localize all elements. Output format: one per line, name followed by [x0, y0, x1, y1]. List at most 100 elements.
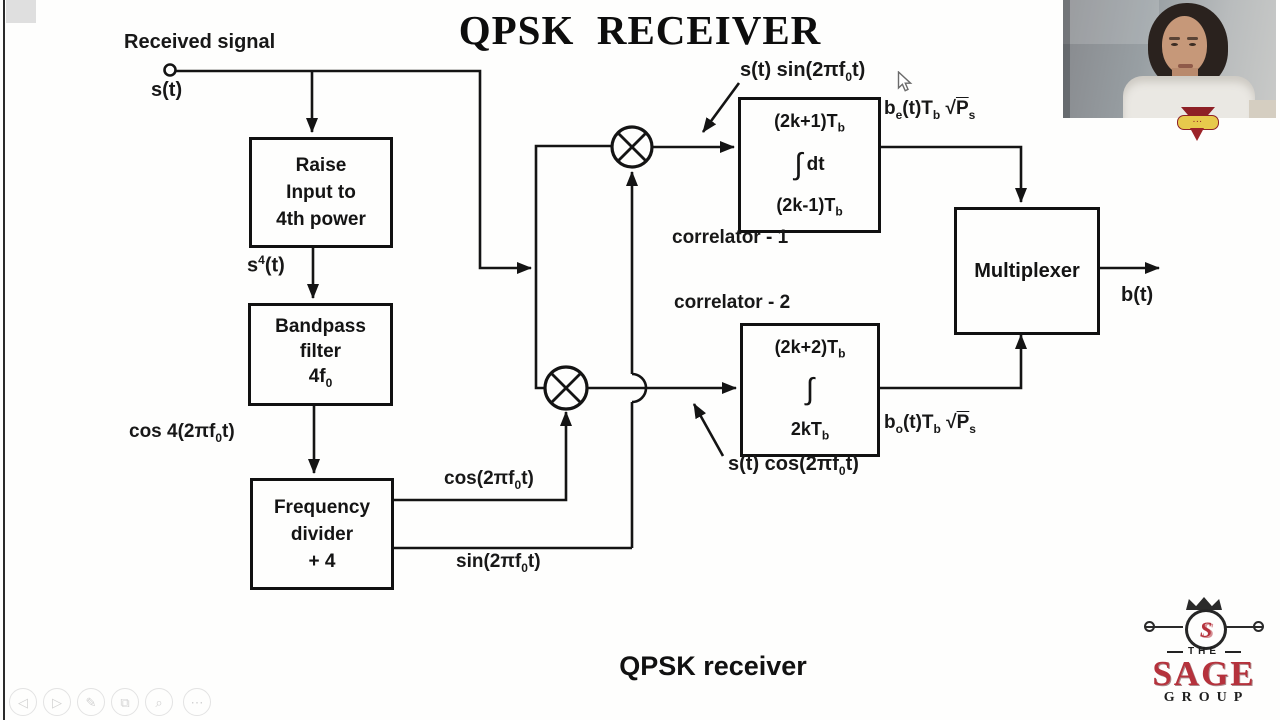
flourish-line — [1145, 626, 1183, 628]
correlator-1-box: (2k+1)Tb ∫ dt (2k-1)Tb — [738, 97, 881, 233]
the-dash — [1225, 650, 1241, 653]
monogram-letter: S — [1199, 616, 1213, 642]
presenter-eye — [1171, 43, 1178, 46]
badge-ribbon-icon — [1181, 107, 1215, 118]
presenter-mouth — [1178, 64, 1193, 68]
cos4-label: cos 4(2πf0t) — [129, 421, 235, 445]
t-sub: b — [932, 107, 941, 122]
pointer-arrow-st-sin — [701, 82, 741, 133]
figure-caption: QPSK receiver — [619, 651, 807, 681]
label-sub: 0 — [845, 70, 852, 84]
label-sub: 0 — [838, 464, 846, 478]
pages-button[interactable]: ⧉ — [111, 688, 139, 716]
integrand: dt — [806, 154, 825, 175]
bandpass-filter-box: Bandpass filter 4f0 — [248, 303, 393, 406]
pen-button[interactable]: ✎ — [77, 688, 105, 716]
more-button[interactable]: ⋯ — [183, 688, 211, 716]
presenter-eye — [1189, 43, 1196, 46]
integral-upper-limit: (2k+2)Tb — [775, 337, 846, 361]
logo-the-row: THE — [1144, 646, 1264, 657]
b-base: b — [884, 98, 896, 119]
label-post: t) — [527, 551, 541, 572]
label-pre: sin(2πf — [456, 551, 522, 572]
box-line: Multiplexer — [974, 259, 1080, 282]
multiplier-2-icon — [543, 365, 589, 411]
f-base: 4f — [308, 365, 326, 387]
st-sin-label: s(t) sin(2πf0t) — [740, 59, 865, 84]
received-signal-label: Received signal — [124, 31, 276, 53]
flourish-curl-icon — [1253, 621, 1264, 632]
logo-the: THE — [1188, 646, 1220, 657]
raise-to-4th-power-box: Raise Input to 4th power — [249, 137, 393, 248]
frequency-divider-box: Frequency divider + 4 — [250, 478, 394, 590]
scan-edge-line — [3, 0, 5, 720]
logo-group: GROUP — [1163, 690, 1250, 705]
label-pre: s(t) cos(2πf — [728, 453, 839, 475]
multiplexer-box: Multiplexer — [954, 207, 1100, 335]
box-line: divider — [290, 523, 354, 545]
b-mid: (t)T — [902, 98, 933, 119]
radicand: P — [955, 98, 969, 119]
label-post: t) — [222, 421, 235, 442]
sin-label: sin(2πf0t) — [456, 551, 541, 575]
integral-lower-limit: (2k-1)Tb — [776, 195, 842, 219]
label-sub: 0 — [521, 560, 528, 575]
b-mid: (t)T — [902, 412, 934, 433]
limit-sub: b — [838, 346, 846, 361]
monogram-circle: S — [1185, 609, 1227, 650]
s4-post: (t) — [264, 254, 285, 277]
box-line: 4th power — [276, 209, 366, 230]
integral-upper-limit: (2k+1)Tb — [774, 111, 845, 135]
forward-button[interactable]: ▷ — [43, 688, 71, 716]
limit-text: 2kT — [790, 419, 822, 440]
limit-text: (2k+2)T — [774, 337, 839, 358]
zoom-button[interactable]: ⌕ — [145, 688, 173, 716]
bo-output-label: bo(t)Tb √Ps — [884, 412, 976, 436]
b-base: b — [884, 412, 896, 433]
box-line: Bandpass — [275, 315, 366, 337]
presenter-brow — [1187, 37, 1198, 40]
b-sub: o — [895, 421, 903, 436]
label-pre: s(t) sin(2πf — [740, 59, 846, 81]
wire-input-to-bus — [176, 69, 532, 274]
wire-cos-feed — [388, 411, 572, 502]
integral-row: ∫ — [806, 374, 814, 405]
multiplier-1-icon — [610, 125, 654, 169]
pointer-arrow-st-cos — [692, 403, 725, 457]
s4-label: s4(t) — [247, 253, 285, 278]
s4-sup: 4 — [258, 253, 265, 267]
sage-group-logo: S THE SAGE GROUP — [1144, 588, 1264, 708]
radical-icon: √ — [946, 412, 957, 433]
box-line: Frequency — [273, 496, 371, 518]
box-line: + 4 — [308, 550, 336, 572]
label-post: t) — [521, 468, 534, 489]
back-button[interactable]: ◁ — [9, 688, 37, 716]
integral-lower-limit: 2kTb — [791, 419, 829, 443]
cos-label: cos(2πf0t) — [444, 468, 534, 492]
limit-sub: b — [835, 204, 843, 219]
b-sub: e — [895, 107, 903, 122]
signal-source-terminal — [163, 63, 177, 77]
scan-smudge — [6, 0, 36, 23]
t-sub: b — [933, 421, 941, 436]
correlator-2-box: (2k+2)Tb ∫ 2kTb — [740, 323, 880, 457]
flourish-line — [1225, 626, 1263, 628]
bt-output-label: b(t) — [1121, 284, 1154, 306]
label-pre: cos 4(2πf — [129, 421, 216, 442]
label-sub: 0 — [514, 477, 522, 492]
webcam-background-panel — [1063, 0, 1159, 44]
presenter-webcam — [1063, 0, 1276, 118]
radical-icon: √ — [945, 98, 956, 119]
p-sub: s — [969, 421, 976, 436]
desk-corner — [1249, 100, 1276, 118]
s4-base: s — [247, 254, 259, 277]
st-cos-label: s(t) cos(2πf0t) — [728, 453, 859, 478]
p-sub: s — [968, 107, 976, 122]
f-sub: 0 — [325, 375, 333, 390]
correlator-2-label: correlator - 2 — [674, 292, 791, 313]
limit-text: (2k+1)T — [774, 111, 838, 132]
badge-arrow-icon — [1190, 128, 1204, 141]
box-line: 4f0 — [309, 364, 333, 396]
